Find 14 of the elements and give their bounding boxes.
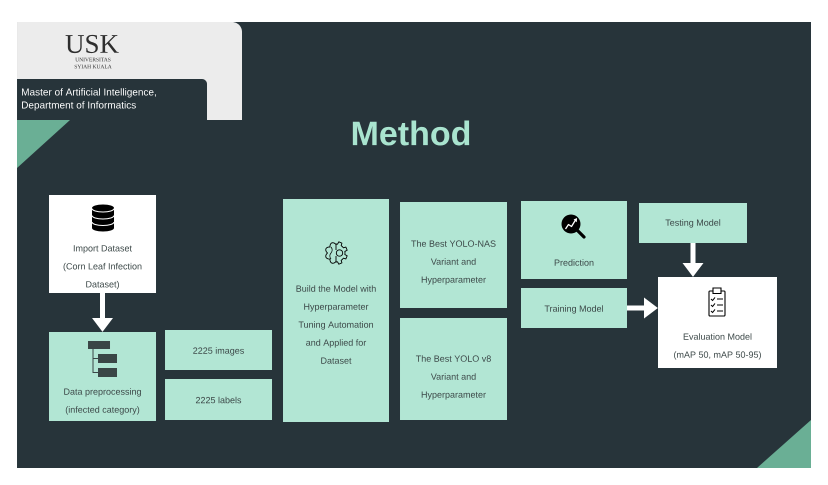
- process-box: Import Dataset (Corn Leaf Infection Dataset): [49, 195, 156, 293]
- university-abbreviation: USK: [66, 34, 119, 54]
- slide-title: Method: [352, 120, 470, 146]
- process-box: The Best YOLO-NAS Variant and Hyperparameter: [400, 202, 507, 308]
- department-text: Master of Artificial Intelligence, Department of Informatics: [22, 88, 156, 111]
- process-box: The Best YOLO v8 Variant and Hyperparameter: [400, 318, 507, 420]
- process-box: Build the Model with Hyperparameter Tuning Automation and Applied for Dataset: [283, 199, 389, 422]
- process-box: Data preprocessing (infected category): [49, 332, 156, 421]
- process-box: 2225 labels: [165, 379, 272, 420]
- process-box: 2225 images: [165, 330, 272, 370]
- process-box: Testing Model: [639, 203, 747, 243]
- process-box: Prediction: [521, 201, 627, 279]
- process-box: Evaluation Model (mAP 50, mAP 50-95): [658, 277, 777, 368]
- process-box: Training Model: [521, 288, 627, 328]
